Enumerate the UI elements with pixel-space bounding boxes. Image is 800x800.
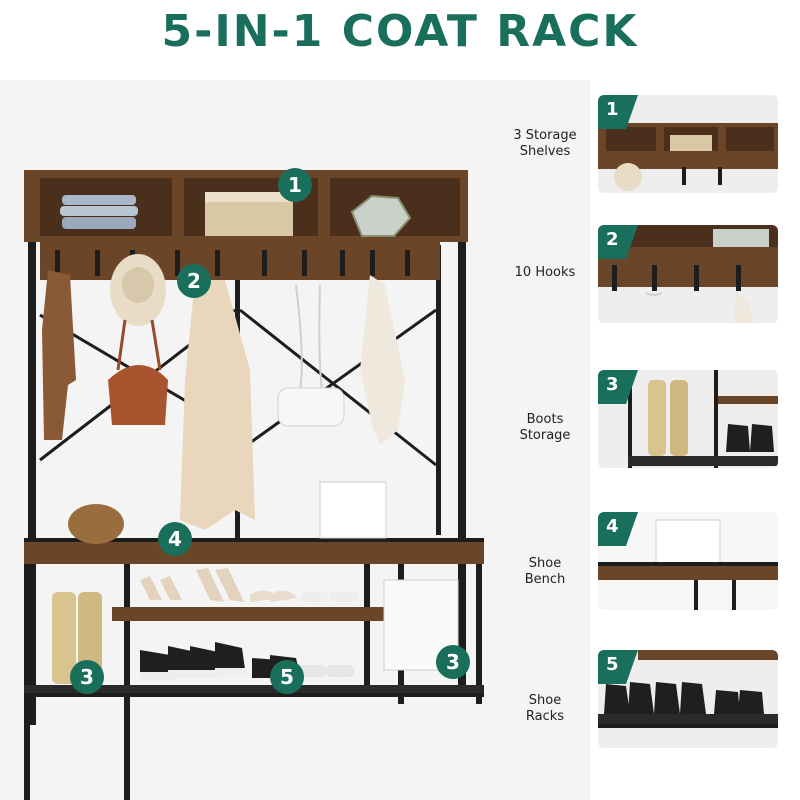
feature-label-hooks: 10 Hooks	[514, 265, 576, 280]
badge-hooks: 2	[177, 264, 211, 298]
badge-bench: 4	[158, 522, 192, 556]
feature-label-boots: Boots Storage	[519, 412, 571, 443]
feature-thumb-boots: 3	[598, 370, 778, 468]
feature-thumb-shelves: 1	[598, 95, 778, 193]
thumb-badge-5: 5	[598, 650, 638, 684]
feature-label-shelves: 3 Storage Shelves	[513, 128, 577, 159]
page-title: 5-IN-1 COAT RACK	[161, 6, 639, 57]
feature-thumb-racks: 5	[598, 650, 778, 748]
coat-rack-illustration	[24, 170, 484, 800]
feature-callouts: 3 Storage Shelves 1 10 Hooks 2	[490, 80, 800, 800]
feature-label-bench: Shoe Bench	[524, 556, 566, 587]
badge-boots-left: 3	[70, 660, 104, 694]
feature-thumb-hooks: 2	[598, 225, 778, 323]
product-photo: 1 2 4 3 5 3	[0, 80, 590, 800]
badge-racks: 5	[270, 660, 304, 694]
badge-shelves: 1	[278, 168, 312, 202]
feature-thumb-bench: 4	[598, 512, 778, 610]
feature-label-racks: Shoe Racks	[525, 693, 565, 724]
badge-boots-right: 3	[436, 645, 470, 679]
